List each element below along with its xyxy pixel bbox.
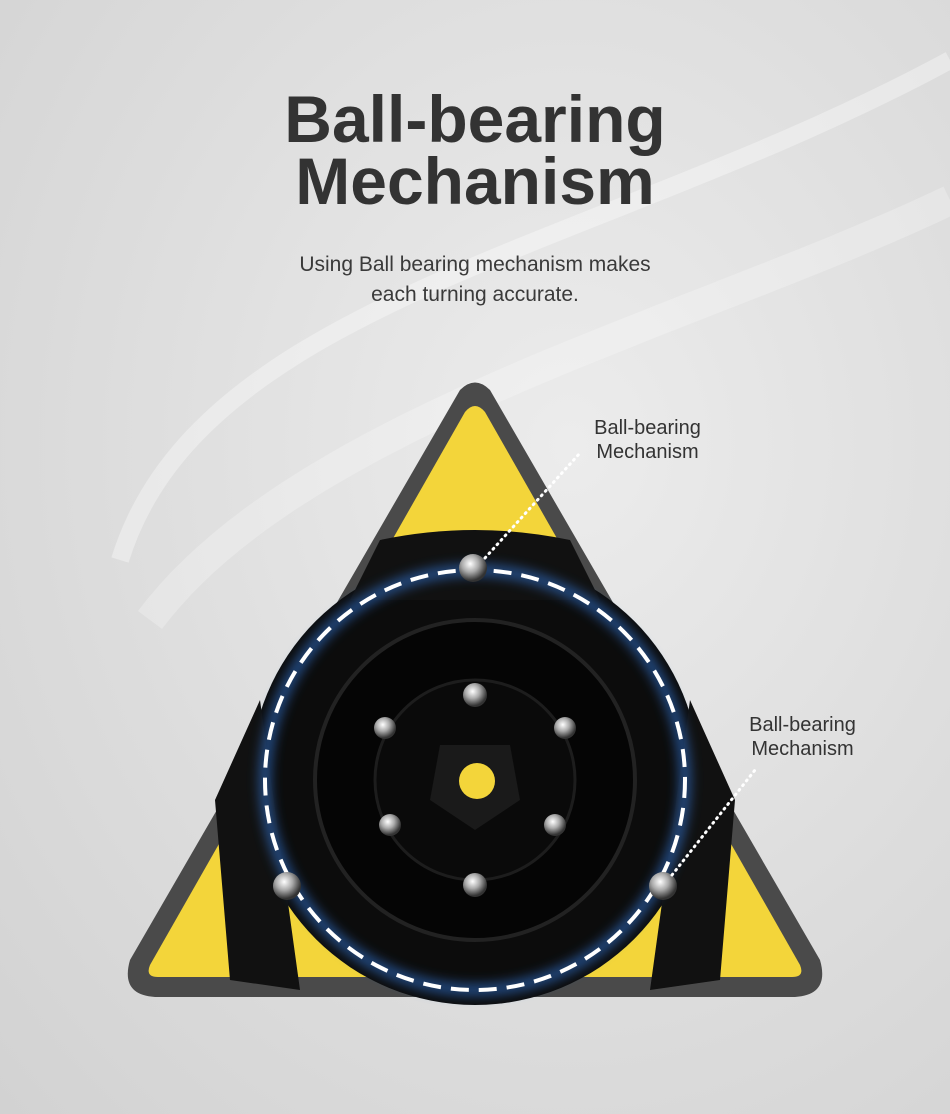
page-title: Ball-bearing Mechanism [0,82,950,218]
title-line-1: Ball-bearing [284,82,666,156]
bearing-ball-right [649,872,677,900]
callout-top-line-2: Mechanism [596,441,699,463]
bearing-ball-top [459,554,487,582]
callout-right-line-2: Mechanism [751,738,854,760]
subtitle: Using Ball bearing mechanism makes each … [0,250,950,310]
bearing-ball-left [273,872,301,900]
callout-right-line-1: Ball-bearing [749,714,856,736]
callout-right: Ball-bearing Mechanism [725,713,880,761]
callout-top-line-1: Ball-bearing [594,417,701,439]
subtitle-line-1: Using Ball bearing mechanism makes [299,253,651,276]
callout-line-right [670,768,757,877]
subtitle-line-2: each turning accurate. [371,283,579,306]
callout-line-top [483,451,582,560]
title-line-2: Mechanism [295,144,655,218]
center-logo [459,763,495,799]
callout-top: Ball-bearing Mechanism [570,416,725,464]
